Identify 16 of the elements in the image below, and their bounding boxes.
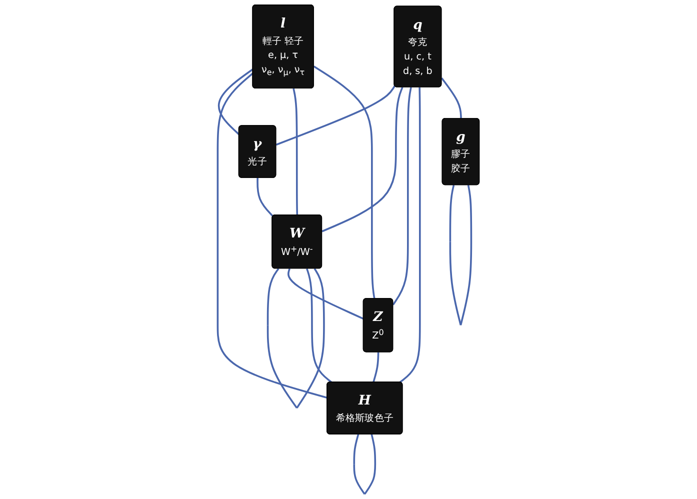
connector — [313, 66, 376, 299]
connector — [392, 87, 412, 306]
connector — [276, 85, 396, 146]
connector — [322, 86, 404, 232]
connector — [218, 68, 254, 136]
connector — [372, 352, 380, 382]
connector — [216, 72, 328, 399]
connector — [256, 178, 274, 217]
connector — [292, 88, 298, 216]
connector — [440, 78, 462, 119]
connector — [399, 87, 421, 383]
connector — [353, 434, 376, 495]
connector — [306, 268, 332, 383]
connector — [287, 268, 364, 320]
connector — [449, 184, 472, 326]
connector — [266, 268, 325, 408]
